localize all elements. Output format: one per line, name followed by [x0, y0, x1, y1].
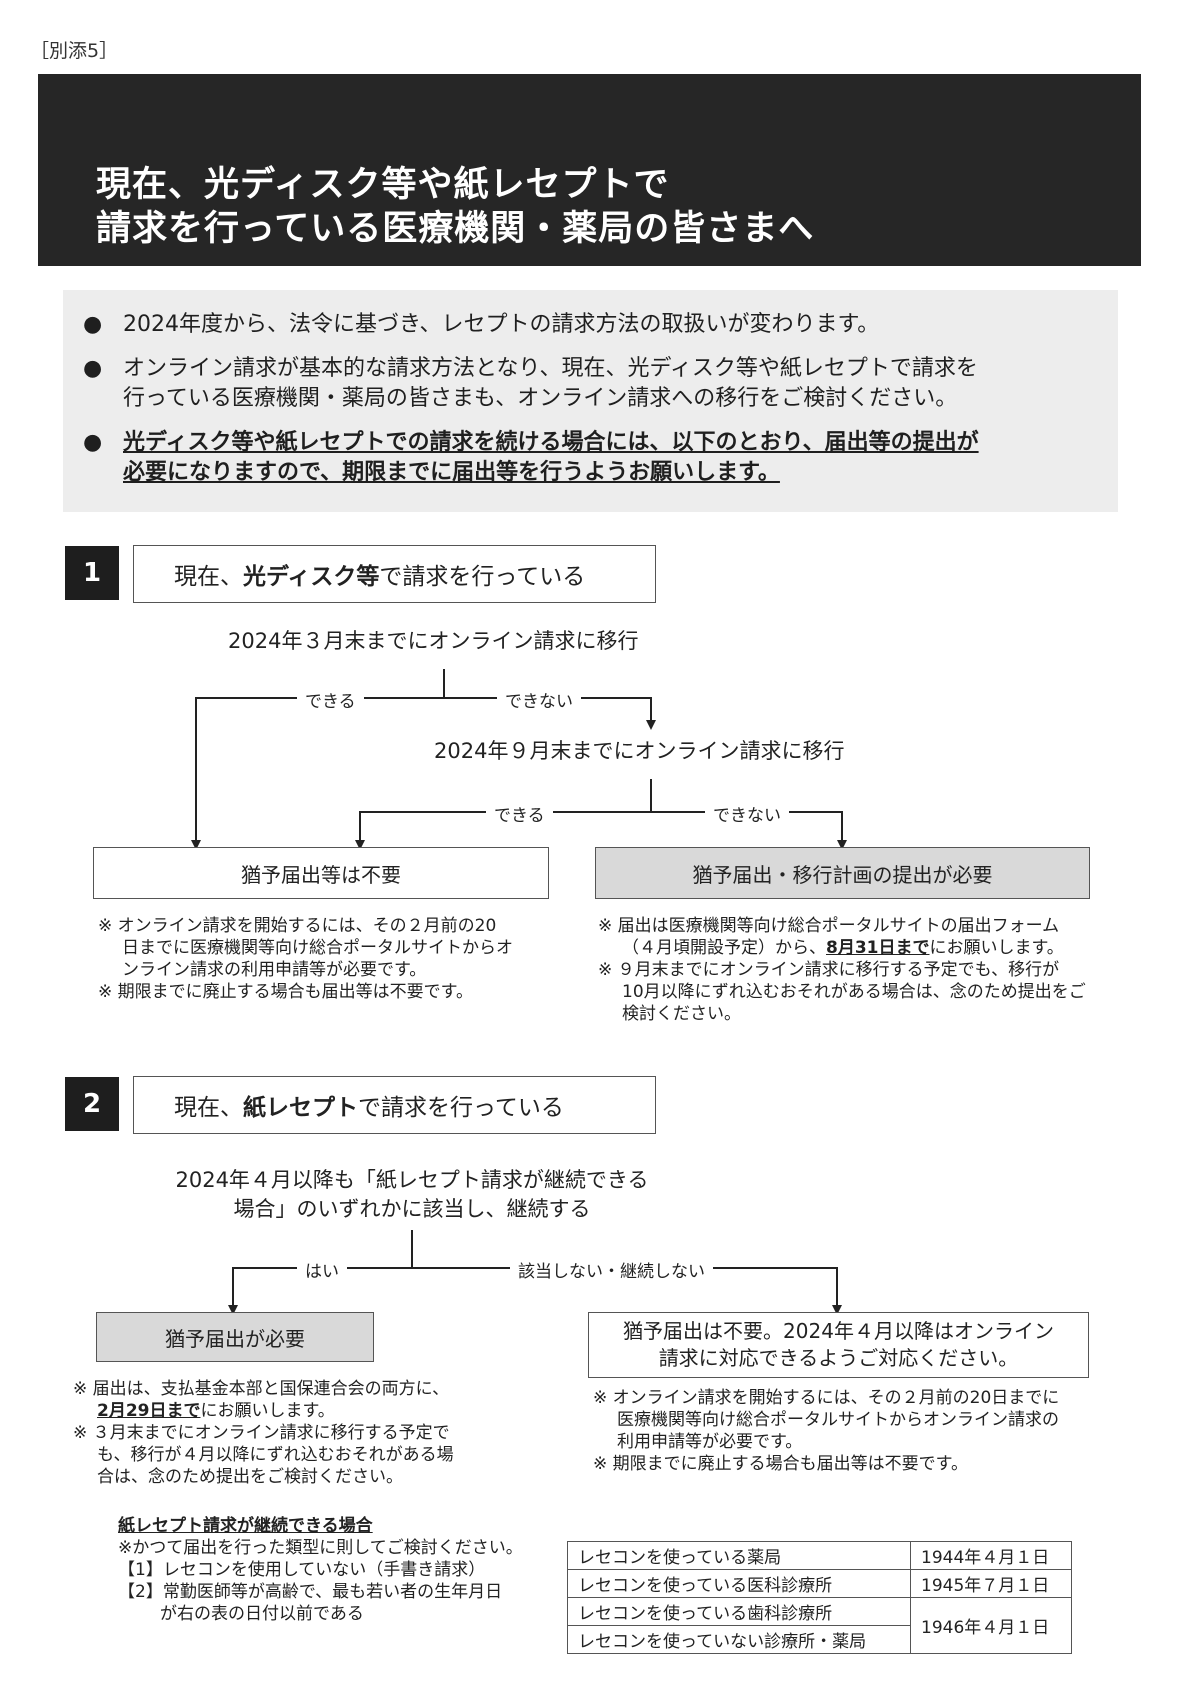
header-title-line2: 請求を行っている医療機関・薬局の皆さまへ — [96, 209, 815, 249]
section-1-title: 現在、光ディスク等で請求を行っている — [133, 545, 656, 603]
section-2-outcome-not-required: 猶予届出は不要。2024年４月以降はオンライン 請求に対応できるようご対応くださ… — [588, 1312, 1089, 1378]
section-1-question-2: 2024年９月末までにオンライン請求に移行 — [434, 739, 845, 763]
table-row: レセコンを使っていない診療所・薬局 — [567, 1625, 1072, 1654]
intro-panel: ● 2024年度から、法令に基づき、レセプトの請求方法の取扱いが変わります。 ●… — [63, 290, 1118, 512]
bullet-icon: ● — [83, 356, 103, 381]
attachment-label: ［別添5］ — [30, 40, 119, 62]
continuation-title: 紙レセプト請求が継続できる場合 — [118, 1516, 373, 1536]
section-1-outcome-required: 猶予届出・移行計画の提出が必要 — [595, 847, 1090, 899]
continuation-conditions: 紙レセプト請求が継続できる場合 ※かつて届出を行った類型に則してご検討ください。… — [118, 1516, 523, 1624]
section-2-number: 2 — [65, 1077, 119, 1131]
bullet-icon: ● — [83, 430, 103, 455]
section-2-no-label: 該当しない・継続しない — [510, 1257, 713, 1282]
section-2-right-notes: ※ オンライン請求を開始するには、その２月前の20日までに 医療機関等向け総合ポ… — [593, 1388, 1060, 1474]
section-2-yes-label: はい — [297, 1257, 347, 1282]
table-row: レセコンを使っている医科診療所 1945年７月１日 — [567, 1569, 1072, 1598]
bullet-icon: ● — [83, 312, 103, 337]
birthdate-reference-table: レセコンを使っている薬局 1944年４月１日 レセコンを使っている医科診療所 1… — [567, 1541, 1072, 1654]
section-1-q2-no-label: できない — [705, 801, 789, 826]
section-1-q1-yes-label: できる — [297, 687, 364, 712]
section-1-q2-yes-label: できる — [486, 801, 553, 826]
section-2-title: 現在、紙レセプトで請求を行っている — [133, 1076, 656, 1134]
section-1-q1-no-label: できない — [497, 687, 581, 712]
table-row: レセコンを使っている薬局 1944年４月１日 — [567, 1541, 1072, 1570]
section-1-right-notes: ※ 届出は医療機関等向け総合ポータルサイトの届出フォーム （４月頃開設予定）から… — [598, 916, 1086, 1024]
section-1-left-notes: ※ オンライン請求を開始するには、その２月前の20 日までに医療機関等向け総合ポ… — [98, 916, 513, 1002]
section-1-question-1: 2024年３月末までにオンライン請求に移行 — [228, 629, 639, 653]
section-2-left-notes: ※ 届出は、支払基金本部と国保連合会の両方に、 2月29日までにお願いします。 … — [73, 1379, 454, 1487]
header-title-line1: 現在、光ディスク等や紙レセプトで — [96, 165, 670, 205]
section-2-question: 2024年４月以降も「紙レセプト請求が継続できる 場合」のいずれかに該当し、継続… — [175, 1168, 649, 1221]
page-header: 現在、光ディスク等や紙レセプトで 請求を行っている医療機関・薬局の皆さまへ — [38, 74, 1141, 266]
section-2-outcome-required: 猶予届出が必要 — [96, 1312, 374, 1362]
section-1-outcome-not-required: 猶予届出等は不要 — [93, 847, 549, 899]
section-1-number: 1 — [65, 546, 119, 600]
table-row: レセコンを使っている歯科診療所 1946年４月１日 — [567, 1597, 1072, 1654]
